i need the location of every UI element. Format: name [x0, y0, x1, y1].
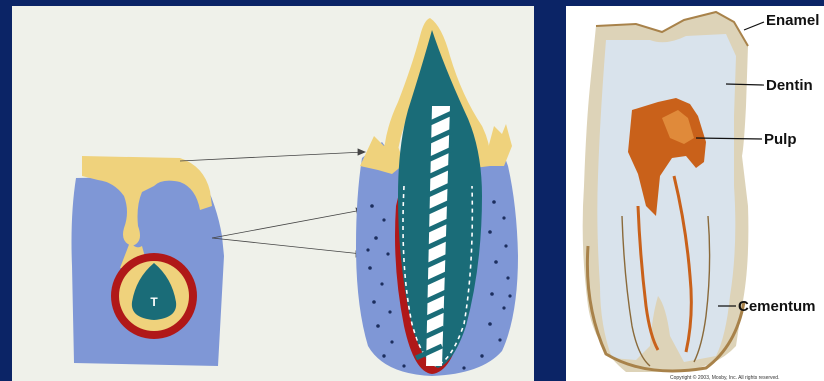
molar-section-illustration — [566, 6, 824, 381]
tooth-germ-diagram: T — [72, 156, 225, 366]
erupting-tooth-diagram — [356, 18, 518, 376]
label-enamel: Enamel — [766, 12, 819, 29]
pointer-line-lower — [212, 238, 362, 254]
tooth-development-schematic: T — [12, 6, 534, 381]
label-cementum: Cementum — [738, 298, 816, 315]
label-pulp: Pulp — [764, 131, 797, 148]
schematic-panel: T — [12, 6, 534, 381]
histology-panel: Enamel Dentin Pulp Cementum Copyright © … — [566, 6, 824, 381]
germ-label: T — [150, 295, 158, 309]
dentin-layer — [597, 34, 736, 362]
pointer-line-upper — [212, 210, 362, 238]
label-dentin: Dentin — [766, 77, 813, 94]
pointer-line-epithelium — [180, 152, 364, 161]
copyright-notice: Copyright © 2003, Mosby, Inc. All rights… — [670, 375, 779, 381]
leader-line-enamel — [744, 22, 764, 30]
